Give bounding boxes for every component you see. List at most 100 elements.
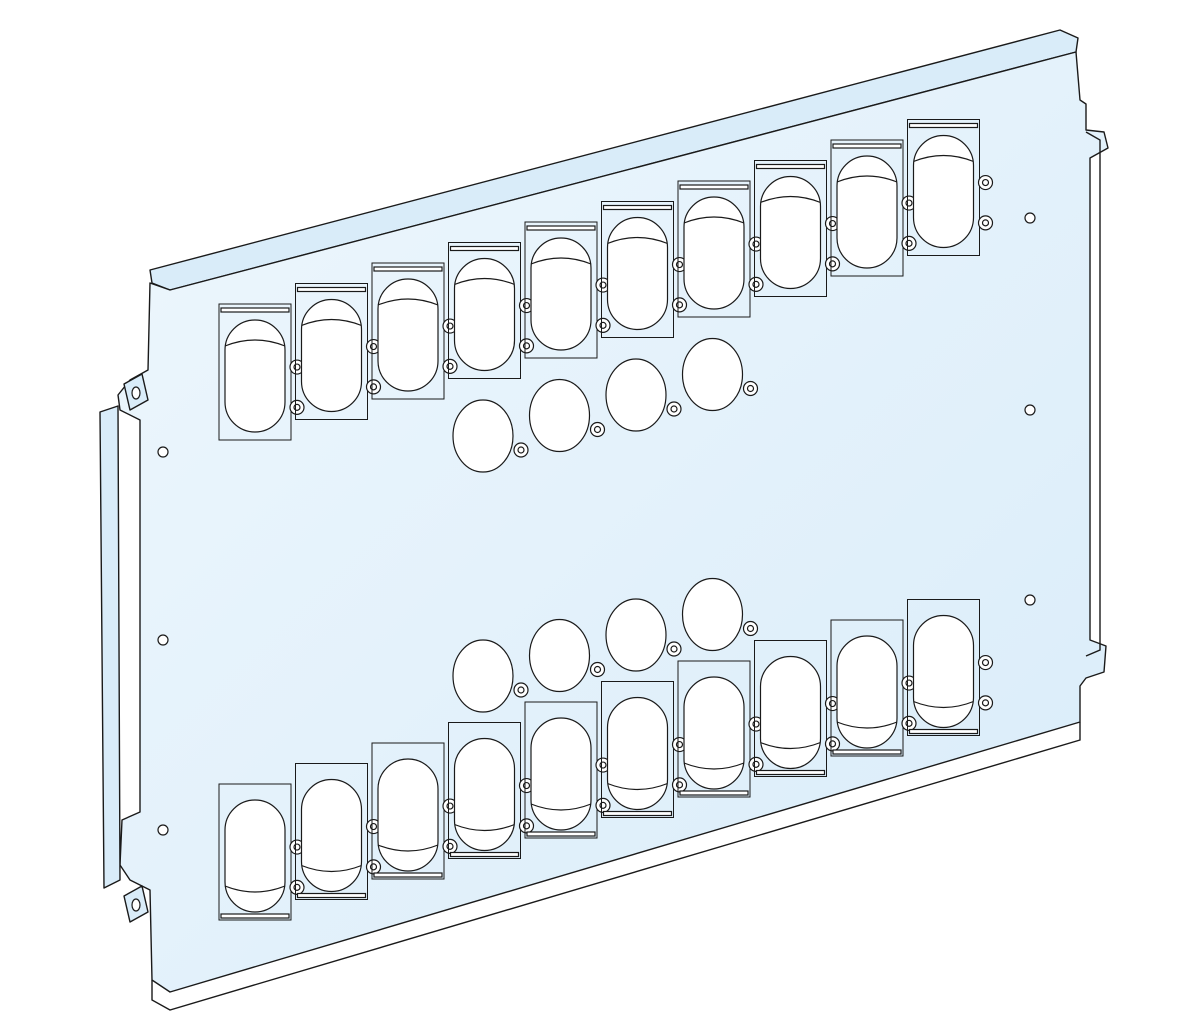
- slot-bar: [296, 286, 367, 293]
- upper-ear-tab: [123, 373, 149, 411]
- left-bent-edge: [99, 405, 121, 889]
- slot-opening: [912, 134, 975, 249]
- top-slot-2: [295, 283, 382, 420]
- slot-frame: [371, 742, 445, 880]
- slot-frame: [601, 681, 674, 818]
- screw-ring-inner: [369, 342, 378, 351]
- screw-ring: [977, 654, 994, 671]
- screw-ring-inner: [905, 719, 913, 727]
- screw-ring: [824, 256, 841, 272]
- slot-bar: [679, 184, 749, 190]
- screw-ring-inner: [522, 781, 531, 790]
- mounting-hole-1: [157, 446, 169, 458]
- mounting-hole-4: [1024, 212, 1036, 224]
- slot-frame: [371, 262, 445, 400]
- screw-ring: [595, 797, 611, 813]
- top-round-hole-2: [528, 378, 606, 453]
- screw-ring: [977, 695, 994, 711]
- screw-ring-inner: [828, 260, 837, 268]
- screw-ring: [365, 379, 382, 395]
- top-slot-5: [524, 221, 611, 359]
- slot-opening: [377, 758, 439, 872]
- top-slot-1: [218, 303, 305, 441]
- slot-frame: [754, 640, 827, 777]
- slot-opening: [530, 717, 592, 831]
- knockout-line: [683, 216, 745, 224]
- slot-frame: [754, 160, 827, 297]
- slot-opening: [759, 655, 822, 770]
- screw-ring-inner: [981, 178, 990, 187]
- lower-ear-tab: [123, 885, 149, 923]
- screw-ring-inner: [752, 240, 760, 248]
- knockout-line: [836, 175, 898, 183]
- round-opening: [605, 598, 667, 672]
- screw-ring-inner: [746, 624, 755, 633]
- slot-opening: [606, 216, 669, 331]
- slot-frame: [448, 242, 521, 379]
- cutout-group: [218, 119, 994, 921]
- bottom-slot-4: [448, 722, 535, 859]
- screw-ring-inner: [593, 425, 602, 434]
- slot-bar: [832, 143, 902, 149]
- screw-ring-inner: [675, 260, 684, 269]
- slot-bar: [373, 872, 443, 878]
- screw-ring: [671, 777, 688, 793]
- knockout-line: [454, 277, 515, 286]
- mounting-holes: [157, 212, 1036, 836]
- screw-ring: [901, 235, 917, 251]
- knockout-line: [760, 741, 821, 750]
- screw-ring: [977, 215, 994, 231]
- bottom-slot-1: [218, 783, 305, 921]
- slot-opening: [224, 319, 286, 433]
- mounting-hole-3: [157, 824, 169, 836]
- slot-frame: [218, 303, 292, 441]
- slot-bar: [449, 851, 520, 858]
- ear-hole: [131, 386, 141, 400]
- slot-bar: [602, 204, 673, 211]
- screw-ring-inner: [675, 301, 684, 309]
- slot-bar: [755, 163, 826, 170]
- bottom-slot-7: [677, 660, 764, 798]
- screw-ring-inner: [293, 363, 301, 371]
- round-opening: [452, 639, 514, 713]
- mounting-hole-2: [157, 634, 169, 646]
- screw-ring-inner: [670, 405, 678, 413]
- slot-opening: [530, 237, 592, 351]
- screw-ring-inner: [675, 781, 684, 789]
- screw-ring-inner: [522, 822, 531, 830]
- slot-bar: [449, 245, 520, 252]
- screw-ring-inner: [293, 883, 301, 891]
- slot-frame: [907, 119, 980, 256]
- screw-ring-inner: [981, 699, 990, 707]
- slot-opening: [453, 257, 516, 372]
- screw-ring-inner: [828, 740, 837, 748]
- screw-ring: [589, 421, 606, 438]
- top-slot-8: [754, 160, 841, 297]
- slot-frame: [830, 139, 904, 277]
- bottom-round-hole-4: [681, 577, 759, 652]
- round-opening: [681, 337, 744, 412]
- slot-frame: [601, 201, 674, 338]
- bottom-round-hole-1: [452, 639, 529, 713]
- screw-ring-inner: [599, 801, 607, 809]
- slot-opening: [224, 799, 286, 913]
- slot-frame: [677, 660, 751, 798]
- mounting-hole-5: [1024, 404, 1036, 416]
- slot-bar: [908, 728, 979, 735]
- screw-ring: [666, 641, 682, 657]
- screw-ring-inner: [746, 384, 755, 393]
- slot-bar: [373, 266, 443, 272]
- screw-ring: [442, 838, 458, 854]
- slot-opening: [377, 278, 439, 392]
- bottom-slot-3: [371, 742, 458, 880]
- screw-ring-inner: [599, 321, 607, 329]
- slot-bar: [679, 790, 749, 796]
- knockout-line: [454, 823, 515, 832]
- top-slot-3: [371, 262, 458, 400]
- right-rail: [1085, 131, 1101, 657]
- top-round-hole-1: [452, 399, 529, 473]
- screw-ring: [289, 879, 305, 895]
- knockout-line: [530, 257, 592, 265]
- slot-frame: [295, 763, 368, 900]
